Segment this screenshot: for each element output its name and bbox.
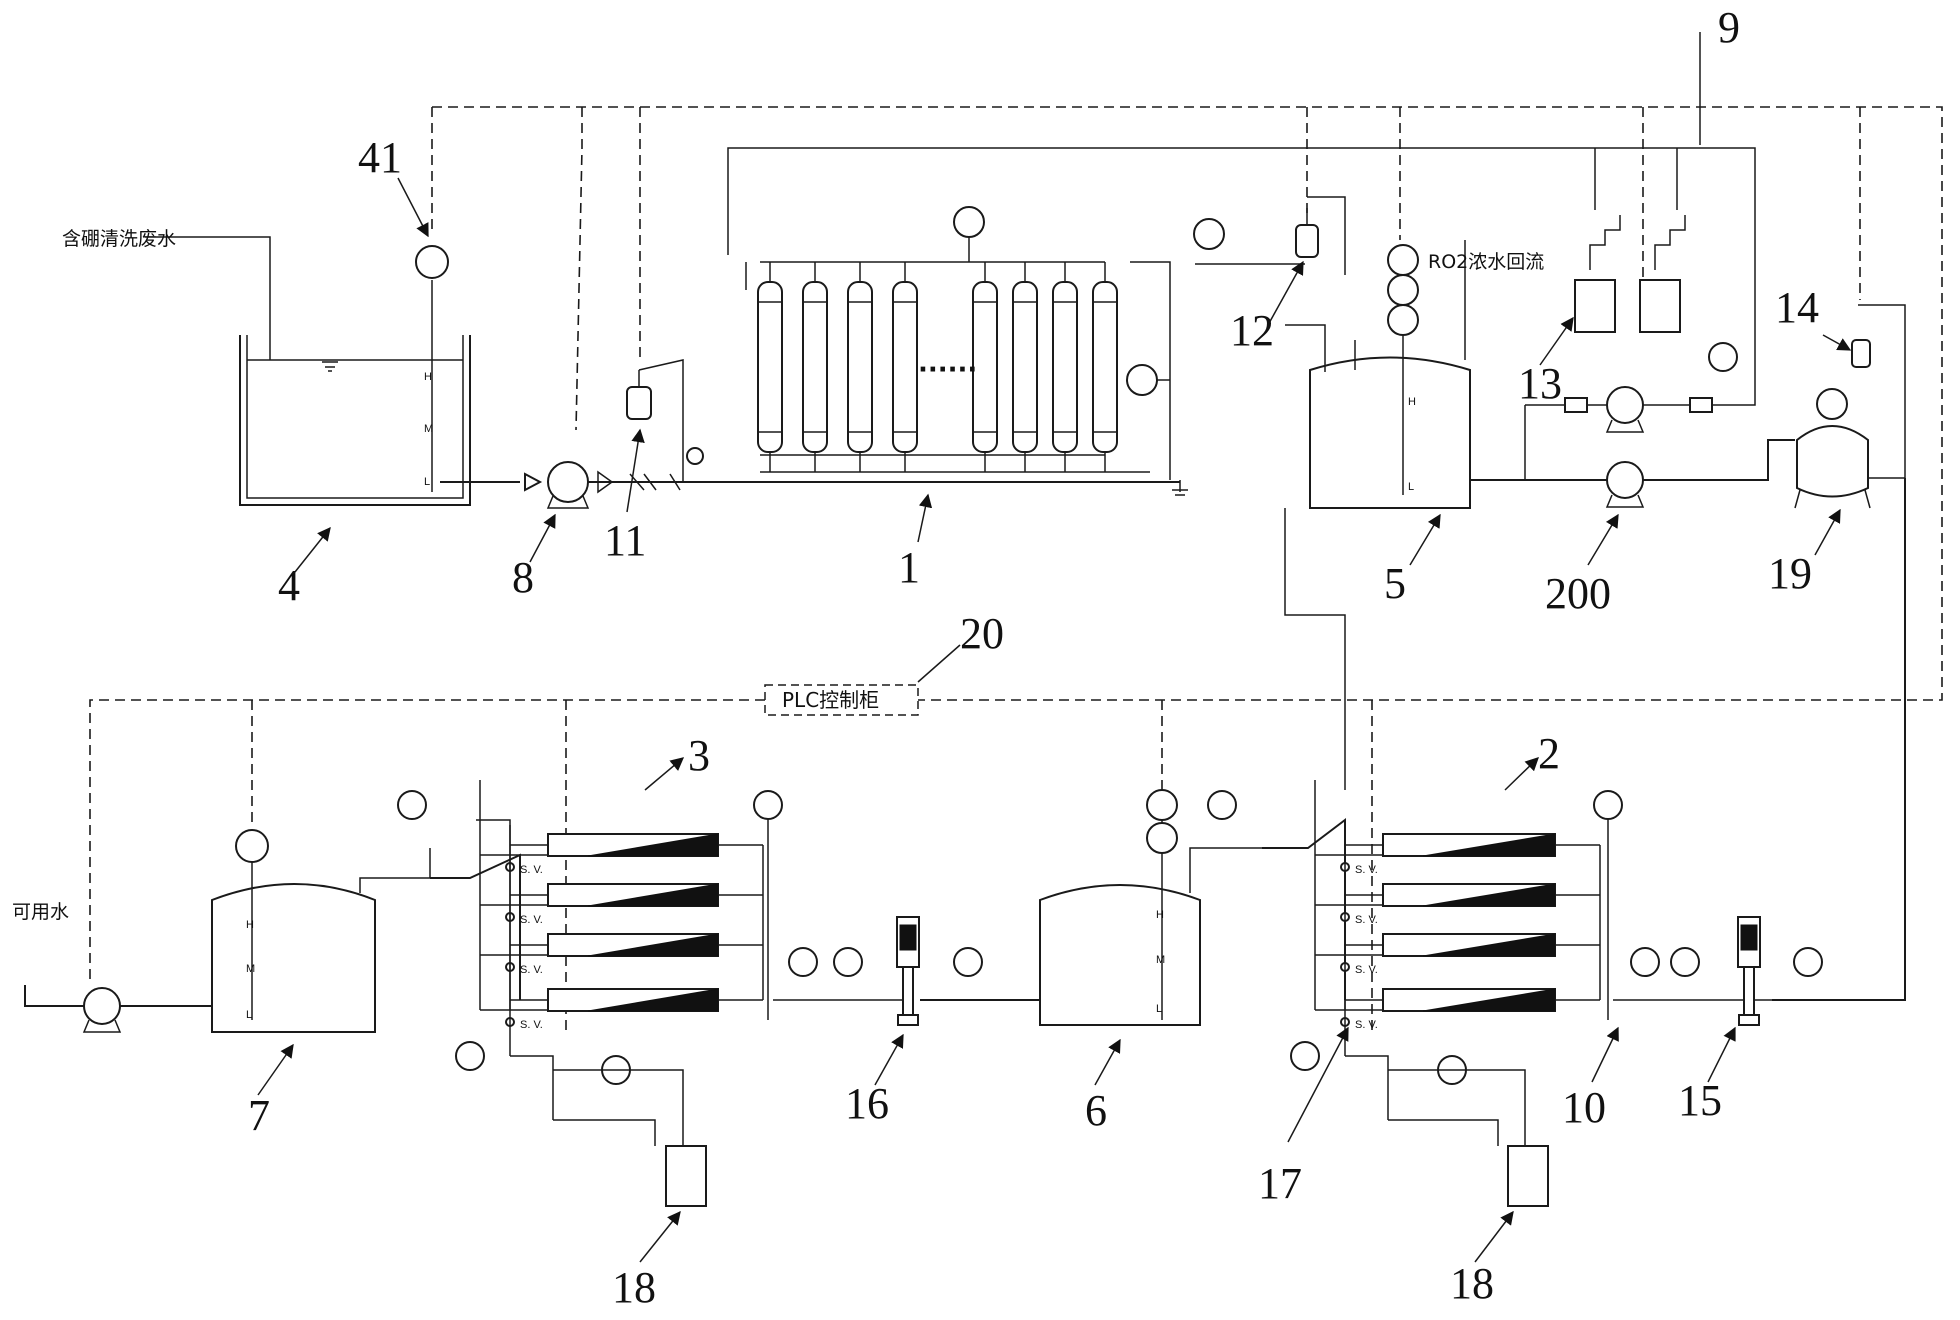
uf-membrane-icon [757,262,783,472]
level-mid: M [424,423,433,435]
label-8: 8 [512,553,534,602]
ro-pressure-vessel-icon: S. V. [480,833,763,876]
uf-gauge-top-icon [953,206,985,238]
label-6: 6 [1085,1086,1107,1135]
ro-unit-2: S. V. S. V. S. V. S. V. [1284,508,1772,1207]
wastewater-label: 含硼清洗废水 [62,228,176,250]
sv-tag: S. V. [520,864,543,876]
t7-low: L [246,1009,252,1021]
usable-water-label: 可用水 [12,901,69,923]
t7-high: H [246,919,254,931]
label-20: 20 [960,609,1004,658]
high-pressure-pumps-200 [1525,342,1738,508]
tank-5: H L [1285,240,1471,509]
ro-pressure-vessel-icon: S. V. [1315,883,1600,926]
pressure-gauge-icon [686,447,704,465]
sv-tag: S. V. [1355,964,1378,976]
vertical-pump-15-icon [1737,916,1761,1026]
filter-14-icon [1851,339,1871,368]
callout-leaders [257,32,1852,1263]
t6-high: H [1156,909,1164,921]
vessel-19 [1794,388,1871,509]
cartridge-filter-12-icon [1295,196,1346,275]
pump-usable-water-icon [82,987,122,1033]
sv-tag: S. V. [1355,914,1378,926]
wastewater-tank: H M L [145,236,471,506]
uf-membrane-icon [1012,262,1038,472]
label-9: 9 [1718,3,1740,52]
sv-tag: S. V. [1355,864,1378,876]
uf-membrane-bank: ······ [745,261,1171,480]
label-11: 11 [604,516,646,565]
uf-membrane-icon [847,262,873,472]
label-14: 14 [1775,283,1819,332]
t6-mid: M [1156,954,1165,966]
sv-tag: S. V. [520,964,543,976]
label-200: 200 [1545,569,1611,618]
t7-mid: M [246,963,255,975]
label-10: 10 [1562,1083,1606,1132]
label-13: 13 [1518,359,1562,408]
label-41: 41 [358,133,402,182]
sv-tag: S. V. [520,914,543,926]
uf-gauge-right-icon [1193,218,1225,250]
ro-unit-3: S. V. S. V. S. V. S. V. [455,780,910,1207]
t6-low: L [1156,1003,1162,1015]
ro-pressure-vessel-icon: S. V. [1315,933,1600,976]
level-low: L [424,476,430,488]
ro-reflux-line [727,147,1756,406]
ro2-reflux-label: RO2浓水回流 [1428,251,1544,273]
tank-18b-icon [1507,1145,1549,1207]
label-4: 4 [278,561,300,610]
label-7: 7 [248,1091,270,1140]
label-12: 12 [1230,306,1274,355]
uf-membrane-icon [802,262,828,472]
tank-6: H M L [1039,789,1262,1026]
label-16: 16 [845,1079,889,1128]
uf-membrane-icon [1052,262,1078,472]
cartridge-filter-11-icon [626,359,684,482]
level-high: H [424,371,432,383]
uf-gauge-mid-icon [1126,364,1158,396]
control-signal-lines [89,106,1943,1035]
t5-high: H [1408,396,1416,408]
dots-ellipsis: ······ [918,355,977,385]
sv-tag: S. V. [1355,1019,1378,1031]
ro-pressure-vessel-icon: S. V. [1315,988,1600,1031]
vertical-pump-16-icon [896,916,920,1026]
tank-7: H M L [211,790,431,1033]
uf-membrane-icon [972,262,998,472]
ro-pressure-vessel-icon: S. V. [480,933,763,976]
uf-membrane-icon [892,262,918,472]
plc-cabinet: PLC控制柜 [764,684,919,716]
ro-pressure-vessel-icon: S. V. [480,883,763,926]
label-1: 1 [898,543,920,592]
label-3: 3 [688,731,710,780]
level-gauge-icon [415,245,449,279]
t5-low: L [1408,481,1414,493]
uf-membrane-icon [1092,262,1118,472]
dosing-tanks-13 [1574,215,1686,333]
label-19: 19 [1768,549,1812,598]
label-2: 2 [1538,729,1560,778]
label-17: 17 [1258,1159,1302,1208]
ro-pressure-vessel-icon: S. V. [480,988,763,1031]
sv-tag: S. V. [520,1019,543,1031]
label-18-right: 18 [1450,1259,1494,1308]
tank-18a-icon [665,1145,707,1207]
label-15: 15 [1678,1076,1722,1125]
label-5: 5 [1384,559,1406,608]
ro-pressure-vessel-icon: S. V. [1315,833,1600,876]
plc-label: PLC控制柜 [782,688,879,712]
label-18-left: 18 [612,1263,656,1312]
pump-8-icon [524,461,590,509]
